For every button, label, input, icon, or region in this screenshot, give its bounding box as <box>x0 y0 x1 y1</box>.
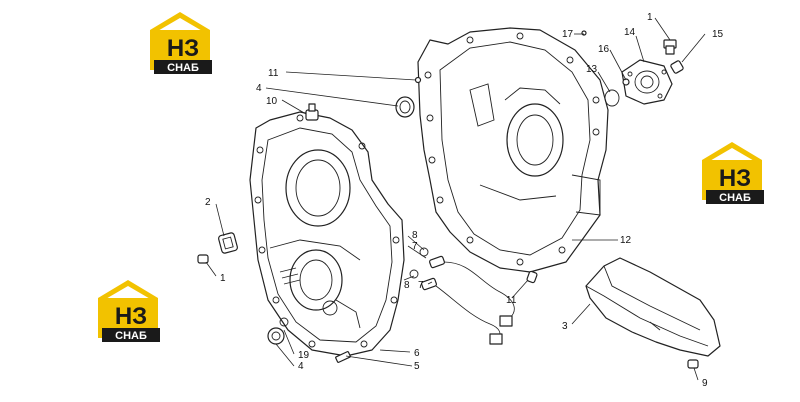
rear-housing-bore <box>506 103 564 177</box>
callout-19: 19 <box>298 350 310 361</box>
callout-13: 13 <box>586 64 598 75</box>
o-ring-13 <box>604 89 620 107</box>
brand-logo-right: НЗ СНАБ <box>702 142 764 204</box>
callout-8: 8 <box>404 280 410 291</box>
bolt-9 <box>687 359 699 369</box>
seal-4-top <box>395 96 415 118</box>
logo-text: СНАБ <box>719 192 751 204</box>
callout-4: 4 <box>298 361 304 372</box>
callout-5: 5 <box>414 361 420 372</box>
sensor-plug-2 <box>218 232 238 254</box>
callout-9: 9 <box>702 378 708 389</box>
o-ring-19 <box>279 317 289 327</box>
brand-logo-bottom-left: НЗ СНАБ <box>98 280 160 342</box>
breather-10 <box>305 103 319 121</box>
brand-logo-top-left: НЗ СНАБ <box>150 12 212 74</box>
callout-1: 1 <box>647 12 653 23</box>
rear-housing <box>417 27 609 273</box>
shield-guard-3 <box>585 257 721 357</box>
callout-4: 4 <box>256 83 262 94</box>
sensor-7-upper <box>419 247 515 327</box>
callout-7: 7 <box>412 241 418 252</box>
callout-6: 6 <box>414 348 420 359</box>
bolt-1-left <box>197 254 209 264</box>
callout-3: 3 <box>562 321 568 332</box>
leader-lines <box>205 17 706 381</box>
callout-12: 12 <box>620 235 632 246</box>
callout-2: 2 <box>205 197 211 208</box>
bolt-1-top <box>663 39 677 55</box>
callout-11: 11 <box>506 295 517 306</box>
front-housing-lower-bore <box>289 249 343 311</box>
callout-17: 17 <box>562 29 574 40</box>
callout-15: 15 <box>712 29 724 40</box>
callout-10: 10 <box>266 96 278 107</box>
logo-text: СНАБ <box>167 62 199 74</box>
callout-14: 14 <box>624 27 636 38</box>
logo-mark: НЗ <box>719 165 751 192</box>
plug-15 <box>670 60 684 74</box>
callout-16: 16 <box>598 44 610 55</box>
front-housing <box>249 111 405 357</box>
o-ring-16 <box>622 78 630 86</box>
logo-text: СНАБ <box>115 330 147 342</box>
cover-plate <box>621 59 673 105</box>
pin-11-bottom <box>526 270 538 284</box>
callout-1: 1 <box>220 273 226 284</box>
callout-8: 8 <box>412 230 418 241</box>
sensor-7-lower <box>409 269 503 345</box>
logo-mark: НЗ <box>115 303 147 330</box>
pin-11-top <box>414 76 422 84</box>
logo-mark: НЗ <box>167 35 199 62</box>
callout-labels: 1 15 14 16 13 17 11 4 10 2 1 8 7 8 7 12 … <box>205 12 724 389</box>
pin-17 <box>581 30 587 36</box>
callout-11: 11 <box>268 68 279 79</box>
bolt-5 <box>335 351 351 363</box>
callout-7: 7 <box>418 280 424 291</box>
seal-4-bottom <box>267 327 285 345</box>
